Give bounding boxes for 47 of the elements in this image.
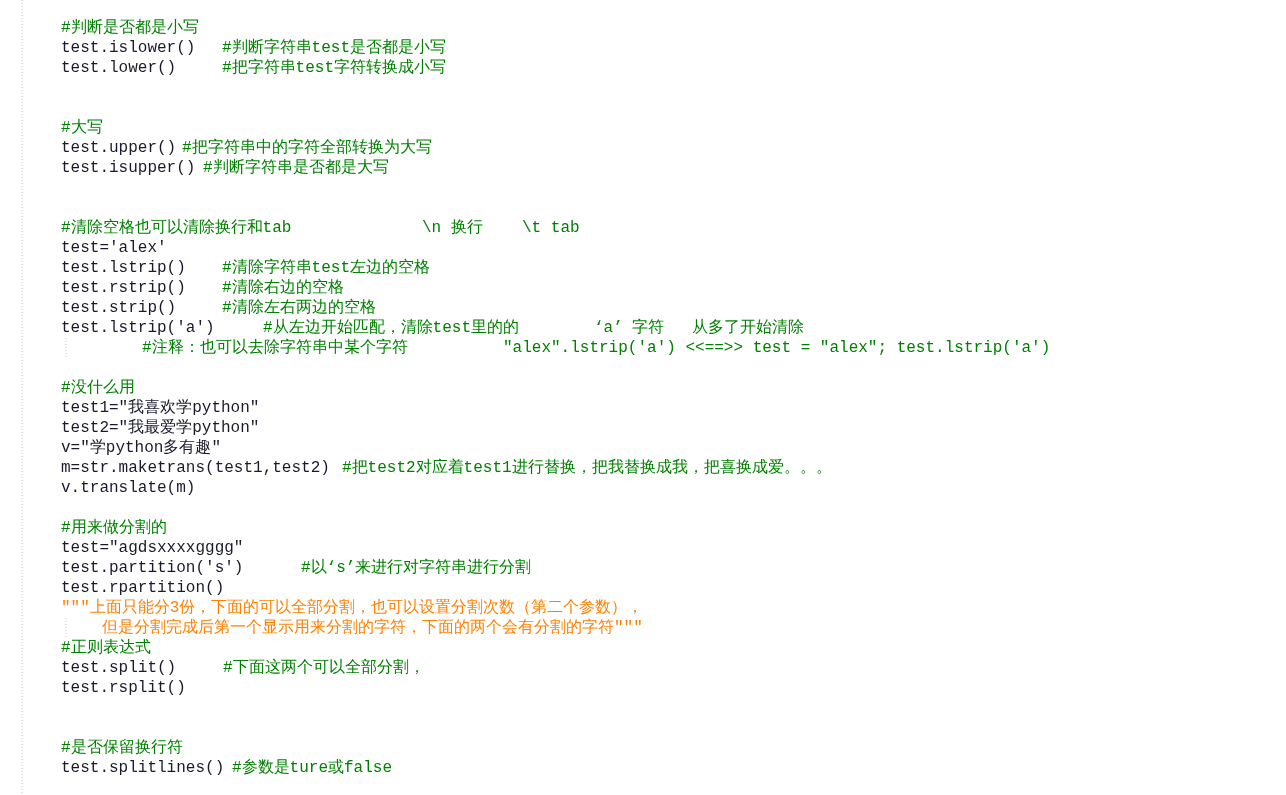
code-line: test.split() — [61, 658, 177, 678]
code-line: test.upper() — [61, 138, 177, 158]
code-comment: #以‘s’来进行对字符串进行分割 — [301, 558, 532, 578]
code-line: test.lstrip() — [61, 258, 186, 278]
code-comment: #是否保留换行符 — [61, 738, 183, 758]
code-comment: #正则表达式 — [61, 638, 151, 658]
code-line: m=str.maketrans(test1,test2) — [61, 458, 330, 478]
code-comment: #没什么用 — [61, 378, 135, 398]
code-comment: #把字符串中的字符全部转换为大写 — [182, 138, 432, 158]
code-line: test.partition('s') — [61, 558, 244, 578]
code-line: test.strip() — [61, 298, 177, 318]
code-line: v="学python多有趣" — [61, 438, 221, 458]
code-comment: #下面这两个可以全部分割， — [223, 658, 425, 678]
code-line: test.rstrip() — [61, 278, 186, 298]
code-comment: \t tab — [522, 218, 580, 238]
code-comment: ‘a’ 字符 — [594, 318, 665, 338]
code-line: test='alex' — [61, 238, 167, 258]
code-comment: #清除左右两边的空格 — [222, 298, 376, 318]
code-line: test.islower() — [61, 38, 196, 58]
code-line: test.lower() — [61, 58, 177, 78]
code-comment: #判断字符串是否都是大写 — [203, 158, 389, 178]
code-line: test2="我最爱学python" — [61, 418, 260, 438]
code-line: test.rsplit() — [61, 678, 186, 698]
code-line: test.splitlines() — [61, 758, 225, 778]
code-comment: "alex".lstrip('a') <<==>> test = "alex"; test.lstrip('a') — [503, 338, 1051, 358]
docstring-text: 但是分割完成后第一个显示用来分割的字符，下面的两个会有分割的字符""" — [102, 618, 643, 638]
code-line: test.rpartition() — [61, 578, 225, 598]
code-comment: #参数是ture或false — [232, 758, 392, 778]
code-comment: #把test2对应着test1进行替换，把我替换成我，把喜换成爱。。。 — [342, 458, 832, 478]
code-comment: #判断是否都是小写 — [61, 18, 199, 38]
code-line: v.translate(m) — [61, 478, 196, 498]
code-comment: \n 换行 — [422, 218, 483, 238]
code-line: test1="我喜欢学python" — [61, 398, 260, 418]
code-comment: 从多了开始清除 — [692, 318, 804, 338]
code-comment: #大写 — [61, 118, 103, 138]
docstring-text: """上面只能分3份，下面的可以全部分割，也可以设置分割次数（第二个参数）， — [61, 598, 644, 618]
code-line: test.lstrip('a') — [61, 318, 215, 338]
code-comment: #用来做分割的 — [61, 518, 167, 538]
code-comment: #判断字符串test是否都是小写 — [222, 38, 446, 58]
code-comment: #注释：也可以去除字符串中某个字符 — [142, 338, 408, 358]
code-line: test.isupper() — [61, 158, 196, 178]
code-comment: #清除字符串test左边的空格 — [222, 258, 430, 278]
code-line: test="agdsxxxxgggg" — [61, 538, 244, 558]
code-comment: #把字符串test字符转换成小写 — [222, 58, 446, 78]
code-comment: #从左边开始匹配，清除test里的的 — [263, 318, 519, 338]
code-comment: #清除右边的空格 — [222, 278, 344, 298]
code-comment: #清除空格也可以清除换行和tab — [61, 218, 292, 238]
